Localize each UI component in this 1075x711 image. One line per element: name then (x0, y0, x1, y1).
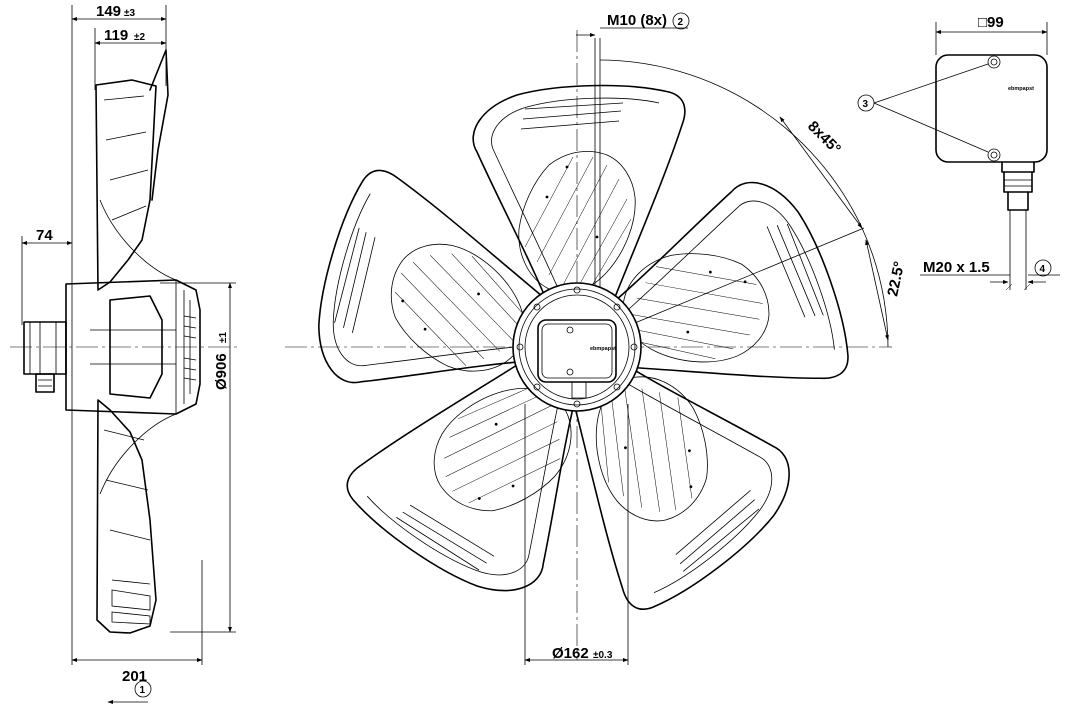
airflow-callout-1 (107, 680, 152, 704)
depth-119-label: 119 (104, 27, 128, 44)
width-201-label: 201 (122, 668, 147, 685)
airflow-callout-1-number: 1 (140, 685, 146, 696)
terminal-box-size-label: □99 (978, 14, 1004, 31)
depth-149-label: 149 (96, 3, 121, 20)
hub-terminal-box (537, 319, 617, 383)
screws-callout-number: 3 (863, 99, 869, 110)
depth-74-label: 74 (36, 227, 53, 244)
diameter-906-label: Ø906 (213, 353, 230, 390)
terminal-box-detail (873, 22, 1060, 291)
thread-callout-number: 2 (678, 17, 684, 28)
gland-thread-label: M20 x 1.5 (923, 259, 990, 276)
cable-callout-circle (1034, 259, 1052, 277)
depth-119-tol: ±2 (134, 32, 145, 43)
bolt-circle-label: Ø162 (552, 645, 589, 662)
cable-callout-number: 4 (1040, 264, 1046, 275)
screws-callout-circle (857, 94, 875, 112)
depth-149-tol: ±3 (124, 8, 135, 19)
hub-brand-label: ebmpapst (590, 346, 616, 352)
terminal-box (935, 54, 1048, 163)
side-view (10, 5, 240, 665)
diameter-906-tol: ±1 (218, 332, 229, 343)
thread-callout-circle (672, 12, 690, 30)
terminal-box-brand: ebmpapst (1008, 86, 1034, 92)
angle-22-5-label: 22.5° (884, 260, 908, 298)
angle-8x45-label: 8x45° (804, 118, 844, 158)
bolt-circle-tol: ±0.3 (593, 650, 613, 661)
thread-m10-label: M10 (8x) (607, 12, 667, 29)
front-view (285, 30, 892, 660)
